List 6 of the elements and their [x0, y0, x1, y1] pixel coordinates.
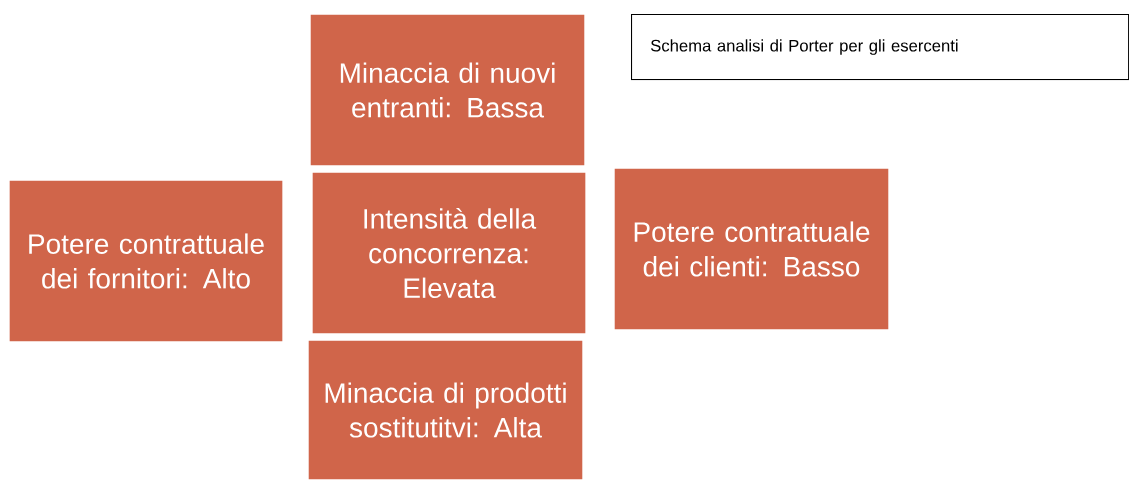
- force-box: Minaccia di nuovi entranti: Bassa: [309, 13, 586, 167]
- force-box: Potere contrattuale dei fornitori: Alto: [8, 179, 284, 343]
- title-box: Schema analisi di Porter per gli esercenti: [631, 14, 1129, 81]
- force-box: Intensità della concorrenza: Elevata: [311, 171, 587, 335]
- force-box: Potere contrattuale dei clienti: Basso: [613, 167, 890, 331]
- force-box: Minaccia di prodotti sostitutitvi: Alta: [307, 339, 584, 480]
